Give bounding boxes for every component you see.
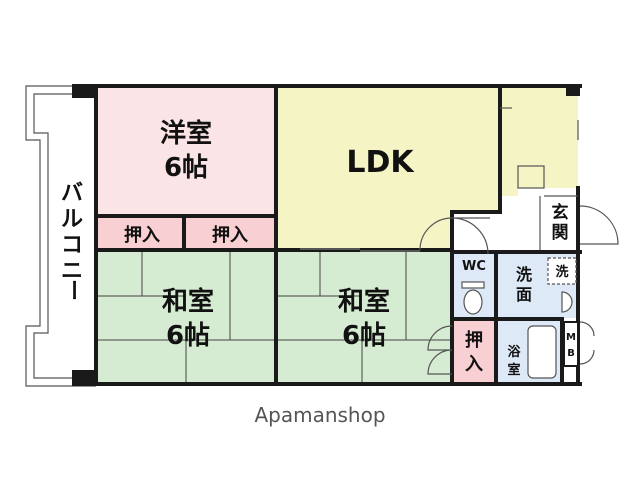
wall-columns (72, 84, 580, 386)
svg-text:浴: 浴 (507, 344, 521, 360)
closet-left (98, 218, 182, 248)
balcony-label-vertical: バ ル コ ニ ー (60, 181, 85, 301)
washer-label: 洗 (555, 264, 568, 280)
svg-text:B: B (567, 348, 575, 359)
svg-text:面: 面 (516, 285, 532, 304)
meter-box-label: M B (566, 332, 576, 359)
western-room-name: 洋室 (160, 118, 212, 149)
svg-text:バ: バ (61, 181, 83, 206)
svg-text:押: 押 (465, 329, 483, 351)
svg-text:室: 室 (507, 362, 520, 378)
washroom-label: 洗 面 (516, 265, 532, 304)
japanese-right-name: 和室 (338, 286, 390, 317)
kitchen-lines (500, 107, 579, 250)
tatami-lines-left (98, 252, 274, 382)
svg-text:入: 入 (465, 354, 483, 375)
western-room-size: 6帖 (164, 153, 208, 183)
closet-mid-label: 押入 (212, 224, 248, 246)
svg-text:関: 関 (552, 223, 569, 243)
bathtub (527, 325, 557, 379)
closet-small (454, 320, 494, 382)
svg-text:ニ: ニ (61, 259, 83, 284)
svg-text:ル: ル (61, 207, 83, 232)
closet-left-label: 押入 (124, 224, 160, 246)
ldk-room (276, 88, 578, 250)
meter-box (563, 321, 579, 367)
svg-text:M: M (566, 332, 576, 343)
closet-small-label: 押 入 (465, 329, 483, 375)
japanese-left-name: 和室 (162, 286, 214, 317)
bath-label: 浴 室 (507, 344, 521, 378)
svg-text:ー: ー (60, 279, 85, 301)
toilet-fixture (461, 281, 485, 315)
japanese-room-right (276, 252, 450, 382)
svg-text:洗: 洗 (516, 265, 532, 284)
western-room (98, 88, 274, 216)
svg-text:玄: 玄 (552, 202, 569, 223)
svg-text:コ: コ (61, 233, 83, 258)
entrance-label-vertical: 玄 関 (552, 202, 569, 243)
japanese-right-size: 6帖 (342, 321, 386, 351)
doors (300, 205, 619, 375)
watermark: Apamanshop (254, 403, 385, 427)
toilet-label: WC (462, 259, 486, 274)
closet-mid (186, 218, 274, 248)
ldk-label: LDK (346, 145, 415, 180)
wash-fixtures (547, 257, 577, 313)
balcony (25, 85, 96, 387)
japanese-left-size: 6帖 (166, 321, 210, 351)
tatami-lines-right (276, 252, 450, 382)
